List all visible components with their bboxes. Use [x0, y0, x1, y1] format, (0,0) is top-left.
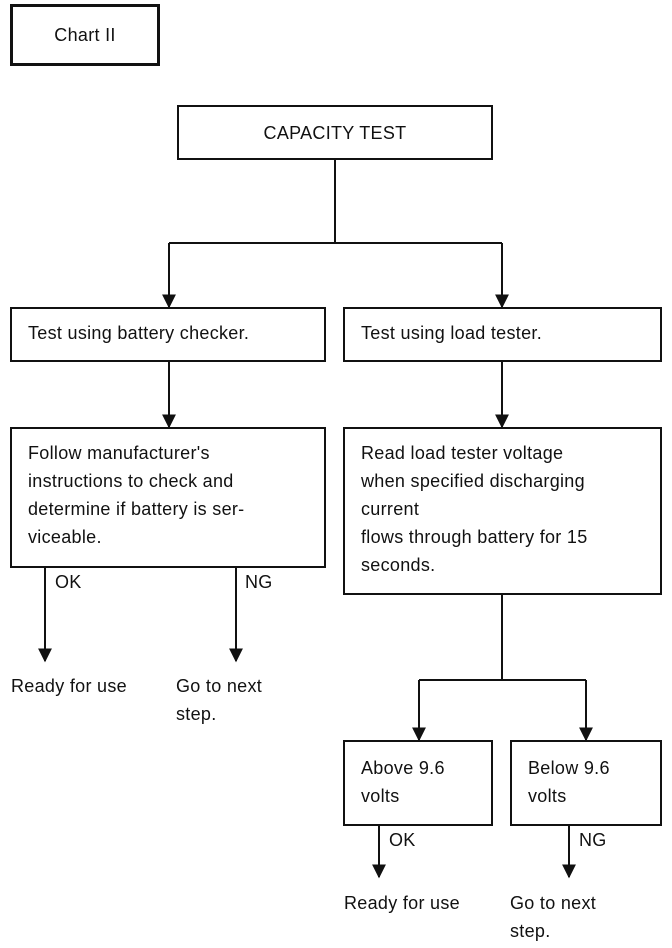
right-ok-label: OK: [389, 830, 416, 850]
right-instructions-text: Read load tester voltage when specified …: [361, 439, 588, 579]
capacity-test-box: CAPACITY TEST: [177, 105, 493, 160]
below-volts-box: Below 9.6 volts: [510, 740, 662, 826]
battery-checker-label: Test using battery checker.: [28, 323, 250, 343]
below-volts-line: volts: [528, 786, 567, 806]
right-instructions-box: Read load tester voltage when specified …: [343, 427, 662, 595]
left-instructions-line: viceable.: [28, 527, 102, 547]
left-ng-label: NG: [245, 572, 273, 592]
right-ng-result: Go to next step.: [510, 889, 596, 945]
below-volts-line: Below 9.6: [528, 758, 610, 778]
above-volts-line: Above 9.6: [361, 758, 445, 778]
left-ok-result: Ready for use: [11, 672, 127, 700]
load-tester-label: Test using load tester.: [361, 323, 543, 343]
result-line: step.: [510, 921, 551, 941]
left-ng-result: Go to next step.: [176, 672, 262, 728]
right-ng-label: NG: [579, 830, 607, 850]
right-instructions-line: flows through battery for 15: [361, 527, 588, 547]
capacity-test-label: CAPACITY TEST: [263, 122, 407, 143]
above-volts-line: volts: [361, 786, 400, 806]
left-instructions-text: Follow manufacturer's instructions to ch…: [28, 439, 244, 551]
above-volts-box: Above 9.6 volts: [343, 740, 493, 826]
right-instructions-line: seconds.: [361, 555, 436, 575]
battery-checker-box: Test using battery checker.: [10, 307, 326, 362]
chart-label-box: Chart II: [10, 4, 160, 66]
above-volts-text: Above 9.6 volts: [361, 754, 445, 810]
left-instructions-line: Follow manufacturer's: [28, 443, 210, 463]
right-instructions-line: Read load tester voltage: [361, 443, 564, 463]
left-instructions-line: instructions to check and: [28, 471, 234, 491]
chart-label: Chart II: [54, 25, 116, 45]
result-line: Go to next: [176, 676, 263, 696]
right-instructions-line: current: [361, 499, 420, 519]
right-instructions-line: when specified discharging: [361, 471, 585, 491]
result-line: Ready for use: [344, 893, 460, 913]
result-line: step.: [176, 704, 217, 724]
left-instructions-box: Follow manufacturer's instructions to ch…: [10, 427, 326, 568]
load-tester-box: Test using load tester.: [343, 307, 662, 362]
below-volts-text: Below 9.6 volts: [528, 754, 610, 810]
result-line: Go to next: [510, 893, 597, 913]
left-ok-label: OK: [55, 572, 82, 592]
result-line: Ready for use: [11, 676, 127, 696]
left-instructions-line: determine if battery is ser-: [28, 499, 245, 519]
right-ok-result: Ready for use: [344, 889, 460, 917]
